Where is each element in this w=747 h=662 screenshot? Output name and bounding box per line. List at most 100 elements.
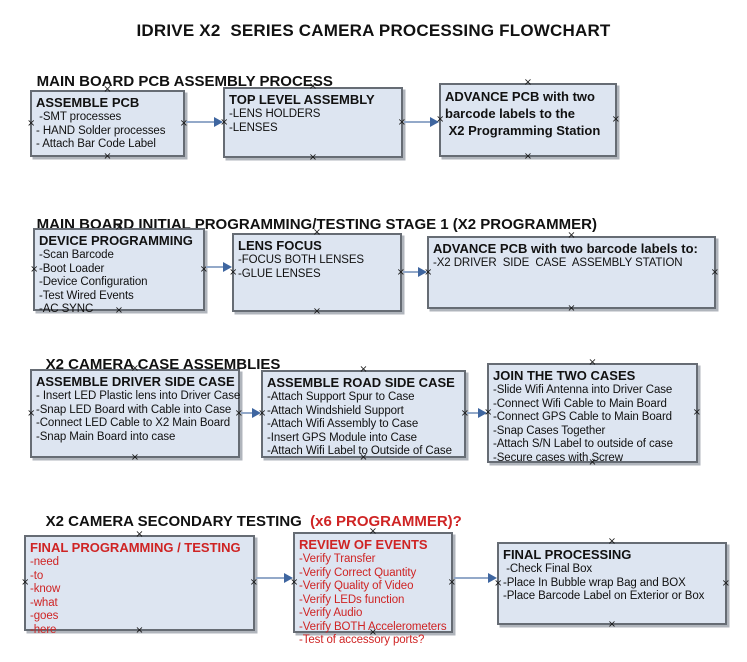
box-item: -know xyxy=(30,583,61,595)
flow-node-advance-pcb-programming-station[interactable]: ADVANCE PCB with two barcode labels to t… xyxy=(436,78,620,162)
box-item: -LENSES xyxy=(229,121,278,134)
flow-arrow[interactable] xyxy=(241,408,261,418)
box-item: -Attach S/N Label to outside of case xyxy=(493,438,673,450)
connection-point-icon: × xyxy=(607,536,617,547)
flow-arrow[interactable] xyxy=(467,408,487,418)
flow-node-assemble-pcb[interactable]: ASSEMBLE PCB -SMT processes - HAND Solde… xyxy=(27,85,188,162)
flow-arrow[interactable] xyxy=(186,117,223,127)
box-item: -X2 DRIVER SIDE CASE ASSEMBLY STATION xyxy=(433,257,683,269)
arrow-shaft xyxy=(404,121,433,123)
box-item: -what xyxy=(30,596,58,609)
box-line: ADVANCE PCB with two xyxy=(445,89,595,104)
section-heading-red-suffix: (x6 PROGRAMMER)? xyxy=(305,513,462,530)
box-item: -Verify Audio xyxy=(299,607,363,619)
box-item: -GLUE LENSES xyxy=(238,267,321,280)
box-item: -goes xyxy=(30,610,59,622)
box-item: -Place In Bubble wrap Bag and BOX xyxy=(503,576,686,589)
connection-point-icon: × xyxy=(21,577,30,588)
flow-node-final-programming-testing[interactable]: FINAL PROGRAMMING / TESTING -need -to -k… xyxy=(21,530,258,636)
flow-arrow[interactable] xyxy=(404,117,439,127)
arrow-shaft xyxy=(403,271,421,273)
box-title: FINAL PROCESSING xyxy=(503,547,632,562)
connection-point-icon: × xyxy=(27,407,36,419)
box-item: -Scan Barcode xyxy=(39,249,114,261)
box-item: -Secure cases with Screw xyxy=(493,451,623,464)
box-item: -Attach Wifi Assembly to Case xyxy=(267,418,419,430)
connection-point-icon: × xyxy=(103,151,112,162)
box-item: -Connect GPS Cable to Main Board xyxy=(493,411,672,423)
box-item: -Attach Windshield Support xyxy=(267,404,404,417)
flow-arrow[interactable] xyxy=(454,573,497,583)
box-title: LENS FOCUS xyxy=(238,238,322,253)
section-heading-text: X2 CAMERA CASE ASSEMBLIES xyxy=(45,356,281,373)
box-item: -Snap Main Board into case xyxy=(36,430,176,443)
flow-node-join-the-two-cases[interactable]: JOIN THE TWO CASES -Slide Wifi Antenna i… xyxy=(484,358,701,468)
connection-point-icon: × xyxy=(611,114,620,125)
arrowhead-icon xyxy=(223,262,232,272)
flow-node-device-programming[interactable]: DEVICE PROGRAMMING -Scan Barcode -Boot L… xyxy=(30,223,208,316)
flow-node-review-of-events[interactable]: REVIEW OF EVENTS -Verify Transfer -Verif… xyxy=(290,527,456,647)
flow-node-assemble-road-side-case[interactable]: ASSEMBLE ROAD SIDE CASE -Attach Support … xyxy=(258,365,469,463)
box-item: -Test of accessory ports? xyxy=(299,634,425,646)
box-item: -Boot Loader xyxy=(39,262,105,275)
box-line: barcode labels to the xyxy=(445,106,576,121)
section-heading-text: X2 CAMERA SECONDARY TESTING xyxy=(45,513,306,530)
box-item: -Verify BOTH Accelerometers xyxy=(299,620,447,633)
connection-point-icon: × xyxy=(359,364,368,375)
flow-node-final-processing[interactable]: FINAL PROCESSING -Check Final Box -Place… xyxy=(494,537,730,630)
box-item: -Attach Wifi Label to Outside of Case xyxy=(267,445,452,457)
box-title: ASSEMBLE DRIVER SIDE CASE xyxy=(36,374,235,389)
flow-node-advance-pcb-driver-side-station[interactable]: ADVANCE PCB with two barcode labels to: … xyxy=(424,231,719,314)
connection-point-icon: × xyxy=(523,151,533,162)
connection-point-icon: × xyxy=(588,357,597,368)
box-item: -FOCUS BOTH LENSES xyxy=(238,254,364,266)
box-title: ASSEMBLE ROAD SIDE CASE xyxy=(267,375,455,390)
box-item: -Connect LED Cable to X2 Main Board xyxy=(36,417,231,429)
section-heading-secondary-testing: X2 CAMERA SECONDARY TESTING (x6 PROGRAMM… xyxy=(29,496,462,547)
box-title: ADVANCE PCB with two barcode labels to: xyxy=(433,241,698,256)
box-title: TOP LEVEL ASSEMBLY xyxy=(229,92,375,107)
connection-point-icon: × xyxy=(312,306,322,317)
arrowhead-icon xyxy=(252,408,261,418)
arrow-shaft xyxy=(186,121,217,123)
connection-point-icon: × xyxy=(27,117,36,129)
connection-point-icon: × xyxy=(710,266,719,278)
box-item: -Snap LED Board with Cable into Case xyxy=(36,403,232,416)
arrow-shaft xyxy=(206,266,226,268)
box-item: -Check Final Box xyxy=(503,563,593,575)
box-title: DEVICE PROGRAMMING xyxy=(39,233,193,248)
arrowhead-icon xyxy=(284,573,293,583)
arrowhead-icon xyxy=(488,573,497,583)
arrow-shaft xyxy=(241,412,255,414)
flow-node-top-level-assembly[interactable]: TOP LEVEL ASSEMBLY -LENS HOLDERS -LENSES… xyxy=(220,82,406,163)
section-heading-pcb-assembly: MAIN BOARD PCB ASSEMBLY PROCESS xyxy=(20,56,333,107)
arrow-shaft xyxy=(454,577,491,579)
flow-node-lens-focus[interactable]: LENS FOCUS -FOCUS BOTH LENSES -GLUE LENS… xyxy=(229,228,405,317)
box-item: -here xyxy=(30,623,57,636)
section-heading-case-assemblies: X2 CAMERA CASE ASSEMBLIES xyxy=(29,339,281,390)
box-item: -AC SYNC xyxy=(39,303,94,315)
box-item: - Attach Bar Code Label xyxy=(36,138,156,150)
box-item: -LENS HOLDERS xyxy=(229,108,321,120)
box-item: -Verify LEDs function xyxy=(299,593,405,606)
page-title: IDRIVE X2 SERIES CAMERA PROCESSING FLOWC… xyxy=(136,21,611,40)
box-title: JOIN THE TWO CASES xyxy=(493,368,636,383)
flow-arrow[interactable] xyxy=(256,573,293,583)
box-item: -SMT processes xyxy=(36,111,122,123)
box-item: -Attach Support Spur to Case xyxy=(267,391,415,403)
box-item: -Place Barcode Label on Exterior or Box xyxy=(503,590,705,602)
arrow-shaft xyxy=(256,577,287,579)
box-title: FINAL PROGRAMMING / TESTING xyxy=(30,540,241,555)
box-title: REVIEW OF EVENTS xyxy=(299,537,428,552)
flow-arrow[interactable] xyxy=(206,262,232,272)
connection-point-icon: × xyxy=(567,303,576,314)
box-item: -to xyxy=(30,569,44,582)
flow-node-assemble-driver-side-case[interactable]: ASSEMBLE DRIVER SIDE CASE - Insert LED P… xyxy=(27,364,243,463)
box-item: -Connect Wifi Cable to Main Board xyxy=(493,397,667,410)
box-item: - Insert LED Plastic lens into Driver Ca… xyxy=(36,390,241,402)
box-item: -Verify Correct Quantity xyxy=(299,566,417,579)
connection-point-icon: × xyxy=(607,619,617,630)
flow-arrow[interactable] xyxy=(403,267,427,277)
connection-point-icon: × xyxy=(523,77,533,88)
